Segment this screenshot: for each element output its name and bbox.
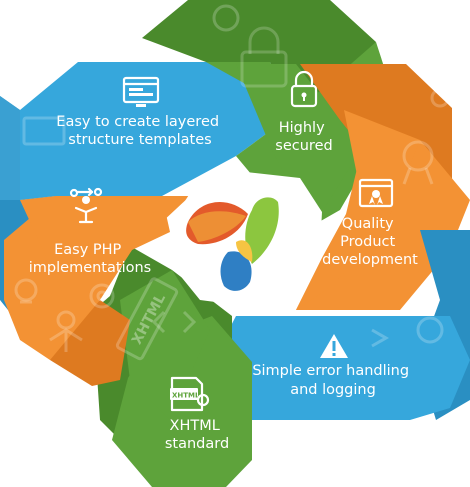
- browser-window-icon: [122, 76, 160, 107]
- award-watermark-icon: [402, 140, 434, 185]
- band-blue-bottom: [210, 316, 470, 420]
- label-error-handling: Simple error handling and logging: [252, 363, 413, 398]
- band-blue-top: [20, 62, 296, 200]
- person-watermark-icon: [49, 310, 83, 352]
- center-logo-area: [170, 172, 322, 306]
- yii-logo: [186, 197, 279, 291]
- warning-triangle-icon: [320, 334, 348, 358]
- gear-watermark-icon: [89, 283, 115, 309]
- award-watermark-small-icon: [430, 88, 450, 108]
- label-quality-product: Quality Product development: [322, 216, 418, 268]
- label-highly-secured: Highly secured: [275, 120, 332, 154]
- code-watermark-icon: [151, 310, 197, 334]
- award-window-icon: [358, 178, 394, 208]
- band-error-handling: [210, 230, 470, 420]
- padlock-icon: [290, 70, 318, 108]
- lightbulb-watermark-icon: [14, 278, 38, 304]
- band-xhtml-standard: [70, 246, 252, 487]
- padlock-watermark-topright-icon: [212, 4, 240, 32]
- label-php-implementations: Easy PHP implementations: [29, 242, 151, 276]
- label-layered-templates: Easy to create layered structure templat…: [56, 114, 223, 148]
- yii-logo-orange-petal: [188, 211, 246, 242]
- padlock-watermark-icon: [240, 26, 288, 88]
- band-quality-product: [296, 64, 470, 310]
- yii-logo-green-petal: [245, 197, 279, 264]
- label-xhtml-standard: XHTML standard: [165, 418, 229, 452]
- xhtml-file-icon: XHTML: [170, 376, 210, 412]
- xhtml-file-icon-text: XHTML: [172, 392, 200, 400]
- monitor-watermark-icon: [22, 116, 66, 146]
- person-gears-icon: [69, 187, 103, 224]
- cog-watermark-icon: [371, 316, 444, 348]
- yii-logo-blue-petal: [220, 251, 252, 291]
- band-php-implementations: [4, 196, 190, 386]
